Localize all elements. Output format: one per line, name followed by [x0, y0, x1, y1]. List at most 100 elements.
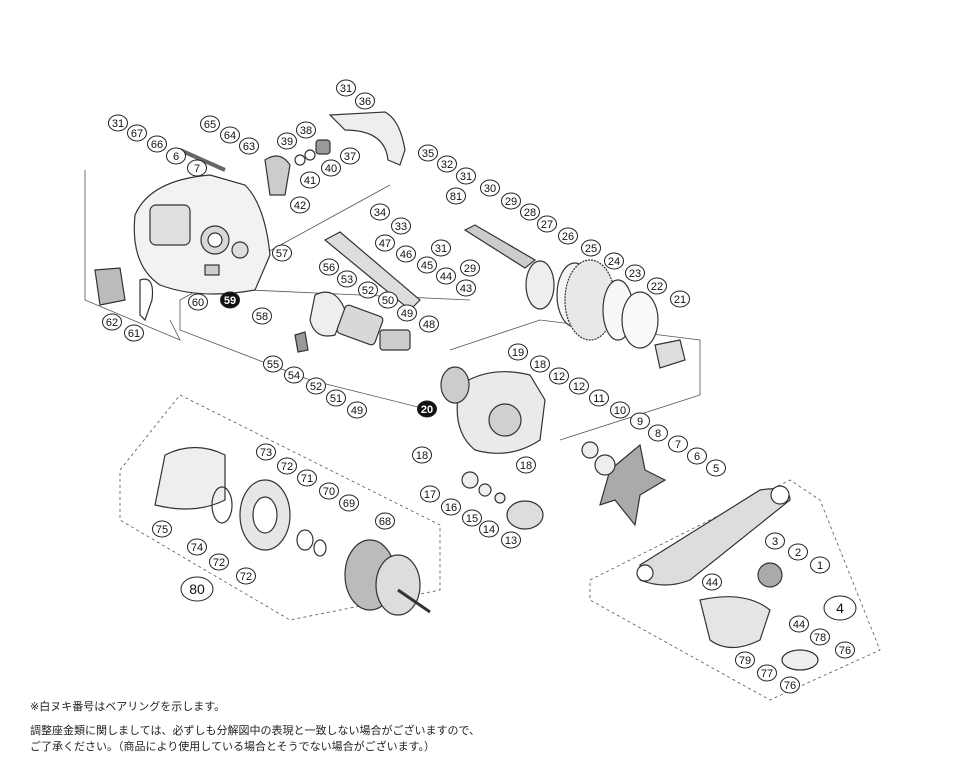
callout-81: 81	[446, 187, 466, 205]
callout-bubble	[431, 239, 451, 257]
callout-bubble	[336, 79, 356, 97]
callout-number: 66	[151, 139, 163, 151]
callout-number: 17	[424, 489, 436, 501]
callout-44: 44	[789, 615, 809, 633]
callout-bubble	[102, 313, 122, 331]
callout-8: 8	[648, 424, 668, 442]
callout-76: 76	[835, 641, 855, 659]
callout-number: 8	[655, 428, 661, 440]
callout-67: 67	[127, 124, 147, 142]
callout-74: 74	[187, 538, 207, 556]
callout-bubble	[610, 401, 630, 419]
callout-60: 60	[188, 293, 208, 311]
callout-bubble	[252, 307, 272, 325]
callout-bubble	[297, 469, 317, 487]
callout-bubble	[417, 400, 437, 418]
callout-49: 49	[397, 304, 417, 322]
callout-71: 71	[297, 469, 317, 487]
callout-48: 48	[419, 315, 439, 333]
callout-bubble	[220, 291, 240, 309]
callout-bubble	[263, 355, 283, 373]
callout-bubble	[296, 121, 316, 139]
pinion-gear-part	[461, 471, 544, 530]
callout-number: 34	[374, 207, 386, 219]
callout-37: 37	[340, 147, 360, 165]
callout-bubble	[187, 538, 207, 556]
callout-bubble	[479, 520, 499, 538]
callout-bubble	[604, 252, 624, 270]
callout-20: 20	[417, 400, 437, 418]
callout-12: 12	[569, 377, 589, 395]
callout-number: 18	[416, 450, 428, 462]
callout-9: 9	[630, 412, 650, 430]
callout-number: 44	[793, 619, 805, 631]
callout-number: 24	[608, 256, 620, 268]
spool-cover-part	[154, 446, 226, 510]
callout-bubble	[277, 457, 297, 475]
callout-6: 6	[166, 147, 186, 165]
callout-bubble	[456, 279, 476, 297]
callout-bubble	[630, 412, 650, 430]
callout-72: 72	[209, 553, 229, 571]
drive-gear-stack	[525, 259, 686, 369]
callout-number: 76	[784, 680, 796, 692]
callout-18: 18	[412, 446, 432, 464]
callout-number: 41	[304, 175, 316, 187]
callout-number: 65	[204, 119, 216, 131]
callout-12: 12	[549, 367, 569, 385]
callout-23: 23	[625, 264, 645, 282]
handle-part	[636, 485, 819, 671]
callout-number: 20	[421, 404, 433, 416]
callout-number: 62	[106, 317, 118, 329]
callout-number: 76	[839, 645, 851, 657]
callout-number: 52	[310, 381, 322, 393]
callout-bubble	[272, 244, 292, 262]
callout-52: 52	[358, 281, 378, 299]
callout-51: 51	[326, 389, 346, 407]
callout-33: 33	[391, 217, 411, 235]
callout-55: 55	[263, 355, 283, 373]
callout-40: 40	[321, 159, 341, 177]
callout-number: 5	[713, 463, 719, 475]
callout-16: 16	[441, 498, 461, 516]
callout-number: 79	[739, 655, 751, 667]
callout-58: 58	[252, 307, 272, 325]
callout-bubble	[306, 377, 326, 395]
callout-number: 67	[131, 128, 143, 140]
callout-number: 23	[629, 268, 641, 280]
callout-number: 58	[256, 311, 268, 323]
callout-31: 31	[108, 114, 128, 132]
callout-bubble	[300, 171, 320, 189]
callout-56: 56	[319, 258, 339, 276]
callout-bubble	[180, 576, 214, 602]
callout-bubble	[462, 509, 482, 527]
callout-70: 70	[319, 482, 339, 500]
spool-kit-outline	[119, 394, 441, 621]
callout-63: 63	[239, 137, 259, 155]
callout-34: 34	[370, 203, 390, 221]
callout-21: 21	[670, 290, 690, 308]
callout-bubble	[441, 498, 461, 516]
callout-bubble	[166, 147, 186, 165]
callout-44: 44	[436, 267, 456, 285]
callout-bubble	[187, 159, 207, 177]
callout-number: 68	[379, 516, 391, 528]
callout-number: 12	[553, 371, 565, 383]
callout-bubble	[780, 676, 800, 694]
callout-number: 15	[466, 513, 478, 525]
adjust-note-line1: 調整座金類に関しましては、必ずしも分解図中の表現と一致しない場合がございますので…	[30, 724, 481, 737]
callout-number: 48	[423, 319, 435, 331]
callout-65: 65	[200, 115, 220, 133]
callout-19: 19	[508, 343, 528, 361]
callout-number: 80	[189, 581, 205, 597]
star-drag-part	[581, 441, 667, 527]
callout-29: 29	[501, 192, 521, 210]
callout-80: 80	[180, 576, 214, 602]
callout-bubble	[209, 553, 229, 571]
callout-bubble	[647, 277, 667, 295]
callout-2: 2	[788, 543, 808, 561]
callout-bubble	[446, 187, 466, 205]
callout-bubble	[706, 459, 726, 477]
callout-bubble	[370, 203, 390, 221]
callout-bubble	[236, 567, 256, 585]
